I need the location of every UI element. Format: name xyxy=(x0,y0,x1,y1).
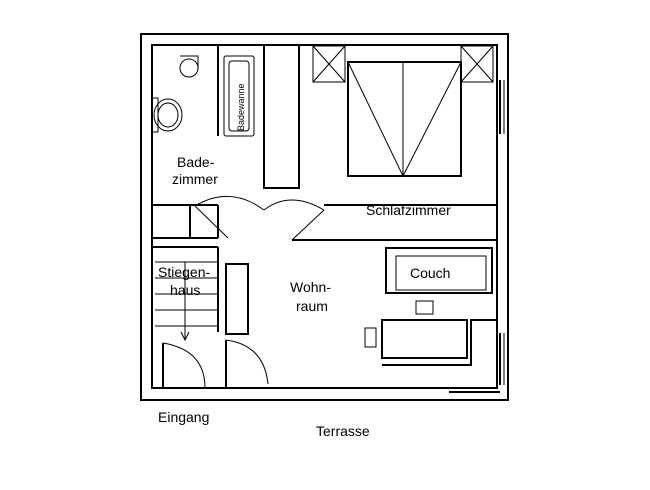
entrance-label: Eingang xyxy=(158,409,209,425)
toilet-icon xyxy=(179,55,199,78)
bedroom xyxy=(292,204,497,241)
bedroom-label: Schlafzimmer xyxy=(366,202,451,218)
sink-icon xyxy=(151,97,183,133)
living-room-label-line1: Wohn- xyxy=(290,279,331,295)
double-door-icon xyxy=(194,195,325,241)
nightstand-right-icon xyxy=(460,45,494,83)
kitchen-counter xyxy=(382,319,497,366)
table-icon xyxy=(364,300,468,359)
couch-label: Couch xyxy=(410,265,450,281)
nightstand-left-icon xyxy=(312,45,346,83)
entrance-door-icon xyxy=(162,342,206,389)
outer-walls xyxy=(140,33,509,401)
bedroom-window-icon xyxy=(499,80,505,134)
terrace-label: Terrasse xyxy=(316,423,370,439)
living-room-label-line2: raum xyxy=(296,298,328,314)
bathtub-label: Badewanne xyxy=(236,83,246,131)
stairwell xyxy=(152,246,219,342)
terrace-window-icon xyxy=(449,333,505,393)
bathroom xyxy=(152,45,219,239)
stairwell-label-line2: haus xyxy=(170,282,200,298)
couch-icon xyxy=(385,247,493,294)
stairwell-label-line1: Stiegen- xyxy=(158,264,210,280)
bathroom-label-line1: Bade- xyxy=(177,154,215,170)
bed-icon xyxy=(347,61,462,177)
bathroom-label-line2: zimmer xyxy=(172,171,218,187)
bathtub-icon xyxy=(223,55,255,137)
living-room xyxy=(225,263,269,388)
wardrobe xyxy=(263,44,300,189)
